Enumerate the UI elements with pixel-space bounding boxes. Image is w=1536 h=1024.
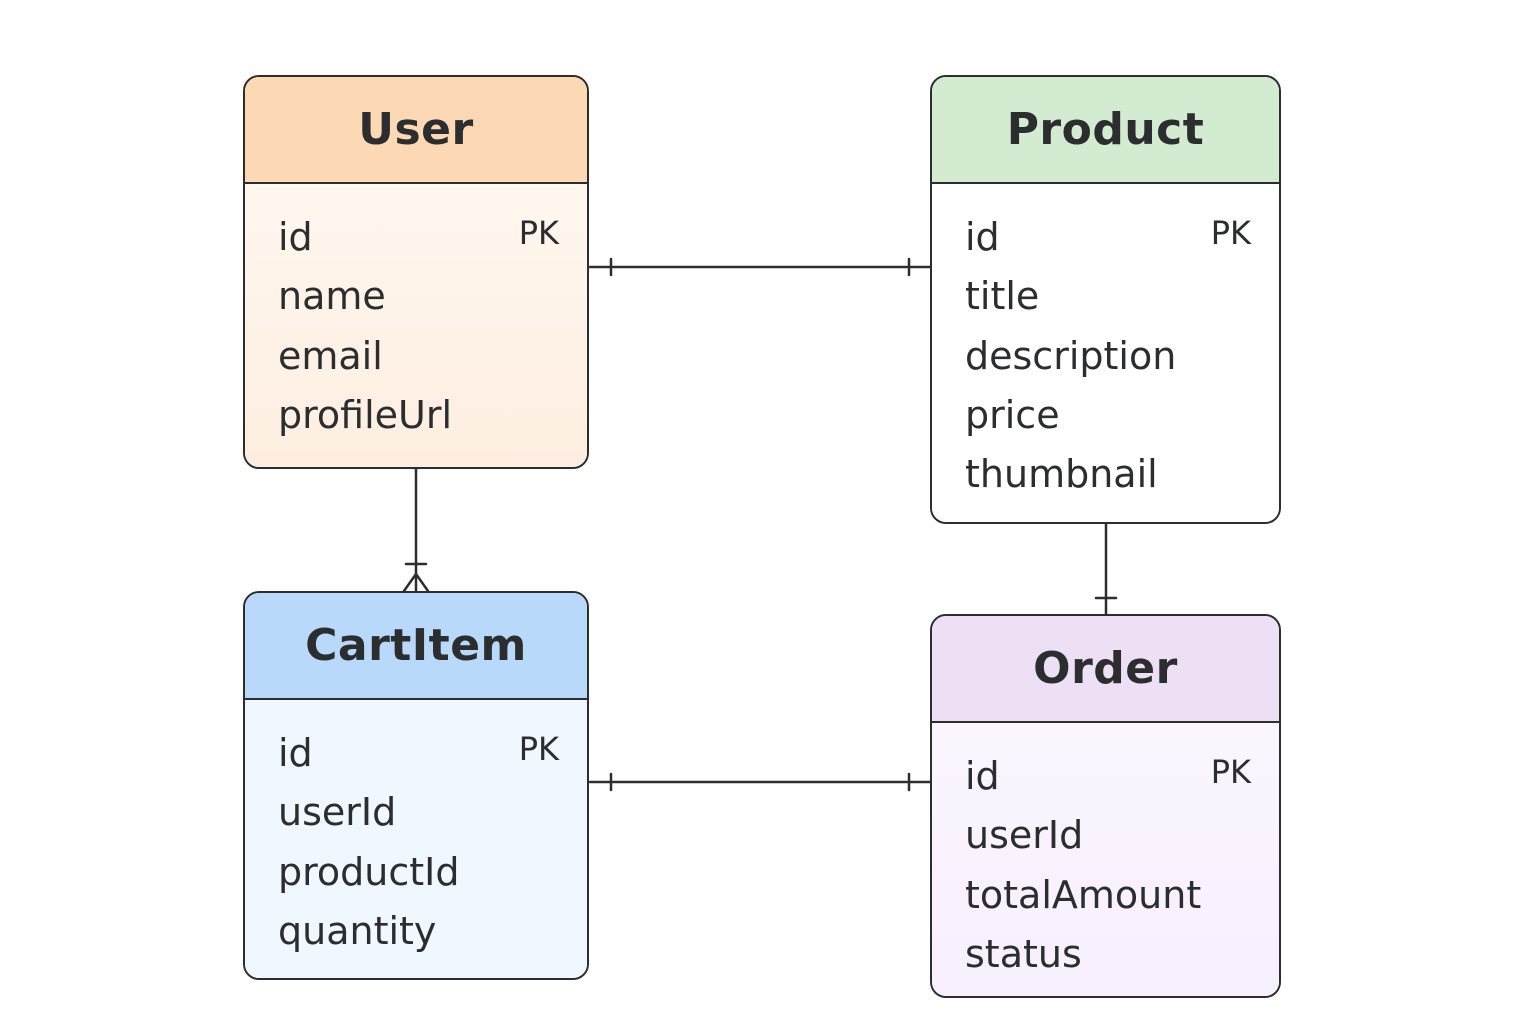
entity-title: CartItem: [305, 620, 527, 671]
field-id: id: [278, 215, 313, 259]
entity-product[interactable]: Product PK id title description price th…: [930, 75, 1281, 524]
relationship-user-product: [588, 257, 932, 277]
entity-title: Product: [1006, 104, 1205, 155]
entity-user[interactable]: User PK id name email profileUrl: [243, 75, 589, 469]
field-description: description: [965, 333, 1177, 378]
entity-header: CartItem: [245, 593, 587, 700]
relationship-product-order: [1094, 522, 1118, 616]
crows-foot-right: [414, 572, 430, 593]
entity-fields: PK id title description price thumbnail: [932, 184, 1279, 522]
field-thumbnail: thumbnail: [965, 452, 1158, 497]
entity-header: User: [245, 77, 587, 184]
primary-key-label: PK: [1210, 214, 1251, 252]
field-userid: userId: [278, 790, 397, 835]
field-title: title: [965, 274, 1040, 319]
field-totalamount: totalAmount: [965, 872, 1202, 917]
entity-cartitem[interactable]: CartItem PK id userId productId quantity: [243, 591, 589, 980]
entity-title: Order: [1033, 643, 1178, 694]
field-id: id: [965, 215, 1000, 259]
relationship-user-cartitem: [402, 467, 430, 593]
field-name: name: [278, 274, 386, 319]
field-status: status: [965, 931, 1082, 976]
entity-order[interactable]: Order PK id userId totalAmount status: [930, 614, 1281, 998]
entity-header: Product: [932, 77, 1279, 184]
field-productid: productId: [278, 849, 460, 894]
field-id: id: [278, 731, 313, 775]
field-profileurl: profileUrl: [278, 392, 453, 437]
entity-header: Order: [932, 616, 1279, 723]
field-email: email: [278, 333, 383, 378]
primary-key-label: PK: [518, 730, 559, 768]
relationship-cartitem-order: [588, 772, 932, 792]
entity-fields: PK id userId totalAmount status: [932, 723, 1279, 996]
primary-key-label: PK: [518, 214, 559, 252]
entity-fields: PK id name email profileUrl: [245, 184, 587, 467]
field-quantity: quantity: [278, 908, 437, 953]
entity-title: User: [358, 104, 474, 155]
field-id: id: [965, 754, 1000, 798]
field-price: price: [965, 392, 1060, 437]
primary-key-label: PK: [1210, 753, 1251, 791]
field-userid: userId: [965, 813, 1084, 858]
crows-foot-left: [402, 572, 418, 593]
entity-fields: PK id userId productId quantity: [245, 700, 587, 978]
